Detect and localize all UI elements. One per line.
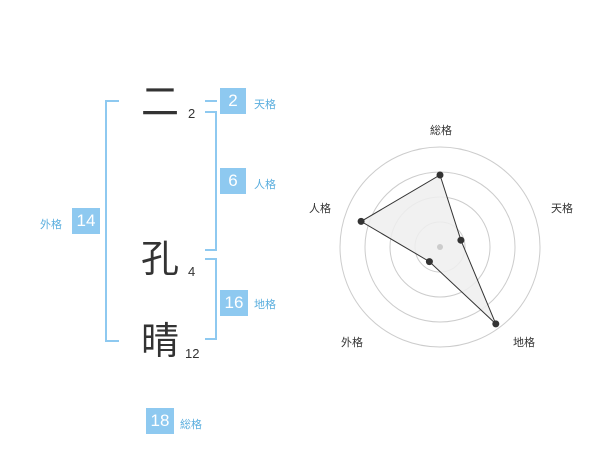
radar-ring-4 [339, 146, 541, 348]
jinkaku-bracket [205, 111, 217, 251]
tenkaku-label: 天格 [254, 98, 276, 111]
radar-center-dot [437, 244, 443, 250]
name-char-3-strokes: 12 [185, 346, 200, 361]
tenkaku-bracket [205, 100, 217, 102]
chikaku-label: 地格 [254, 298, 276, 311]
radar-point-0 [436, 171, 444, 179]
radar-point-3 [425, 258, 433, 266]
name-char-2: 孔 [141, 237, 180, 281]
soukaku-value: 18 [146, 408, 174, 434]
radar-chart: 総格 天格 地格 外格 人格 [309, 123, 573, 349]
radar-area [360, 174, 497, 325]
gaikaku-label: 外格 [40, 218, 62, 231]
name-char-1: 二 [141, 80, 180, 124]
name-char-2-strokes: 4 [188, 264, 196, 279]
axis-label-tenkaku: 天格 [551, 201, 573, 215]
gaikaku-bracket [105, 100, 119, 342]
soukaku-label: 総格 [180, 418, 202, 431]
axis-label-gaikaku: 外格 [341, 335, 363, 349]
axis-label-soukaku: 総格 [430, 123, 452, 137]
radar-point-1 [457, 236, 465, 244]
tenkaku-value: 2 [220, 88, 246, 114]
radar-point-4 [357, 217, 365, 225]
chikaku-bracket [205, 258, 217, 340]
axis-label-jinkaku: 人格 [309, 201, 331, 215]
radar-point-2 [492, 320, 500, 328]
jinkaku-label: 人格 [254, 178, 276, 191]
radar-points [357, 171, 500, 328]
name-char-1-strokes: 2 [188, 106, 196, 121]
gaikaku-value: 14 [72, 208, 100, 234]
jinkaku-value: 6 [220, 168, 246, 194]
name-char-3: 晴 [141, 319, 180, 363]
chikaku-value: 16 [220, 290, 248, 316]
axis-label-chikaku: 地格 [513, 335, 535, 349]
